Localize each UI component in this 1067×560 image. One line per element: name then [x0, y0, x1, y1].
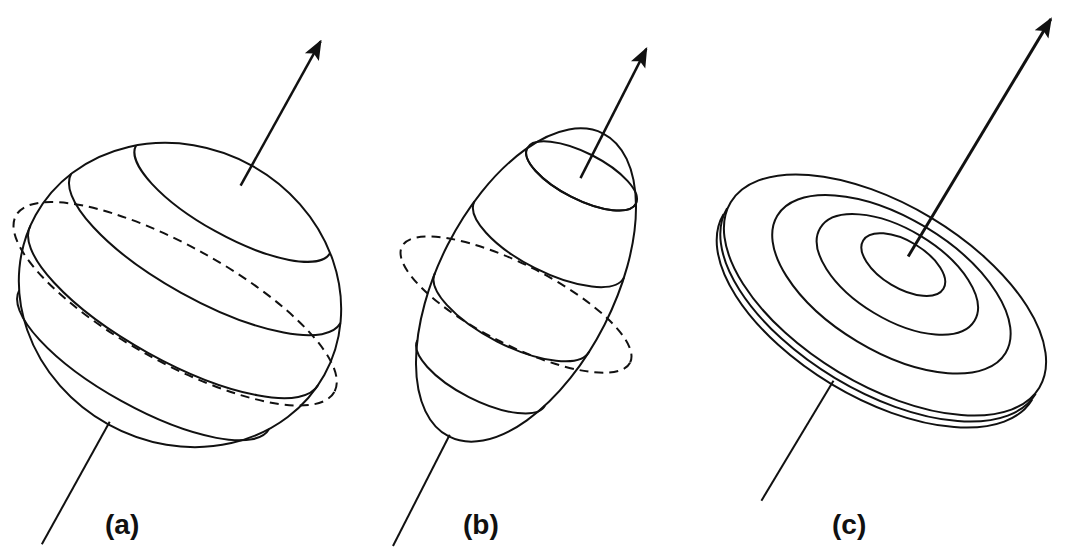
- latitude-line: [420, 273, 589, 381]
- panel-label: (b): [463, 510, 499, 541]
- latitude-line: [460, 201, 624, 306]
- latitude-line: [118, 145, 330, 285]
- spherical-nucleus: [0, 0, 480, 560]
- latitude-line: [405, 340, 545, 429]
- rotation-axis: [393, 435, 450, 546]
- dashed-ring: [384, 211, 648, 399]
- latitude-line: [517, 148, 636, 224]
- oblate-nucleus: [607, 0, 1067, 560]
- rotation-axis: [241, 41, 321, 185]
- rotation-axis: [580, 49, 646, 178]
- panel-label: (c): [832, 510, 866, 541]
- rotation-axis: [761, 381, 833, 501]
- latitude-line: [4, 226, 318, 433]
- prolate-nucleus: [279, 0, 760, 560]
- latitude-line: [743, 159, 1040, 410]
- latitude-line: [797, 190, 998, 360]
- rotation-axis: [42, 422, 110, 544]
- dashed-ring: [0, 165, 362, 443]
- panel-label: (a): [105, 510, 139, 541]
- latitude-line: [851, 220, 955, 308]
- rotation-axis: [908, 19, 1051, 256]
- latitude-line: [0, 290, 269, 470]
- latitude-line: [47, 174, 341, 368]
